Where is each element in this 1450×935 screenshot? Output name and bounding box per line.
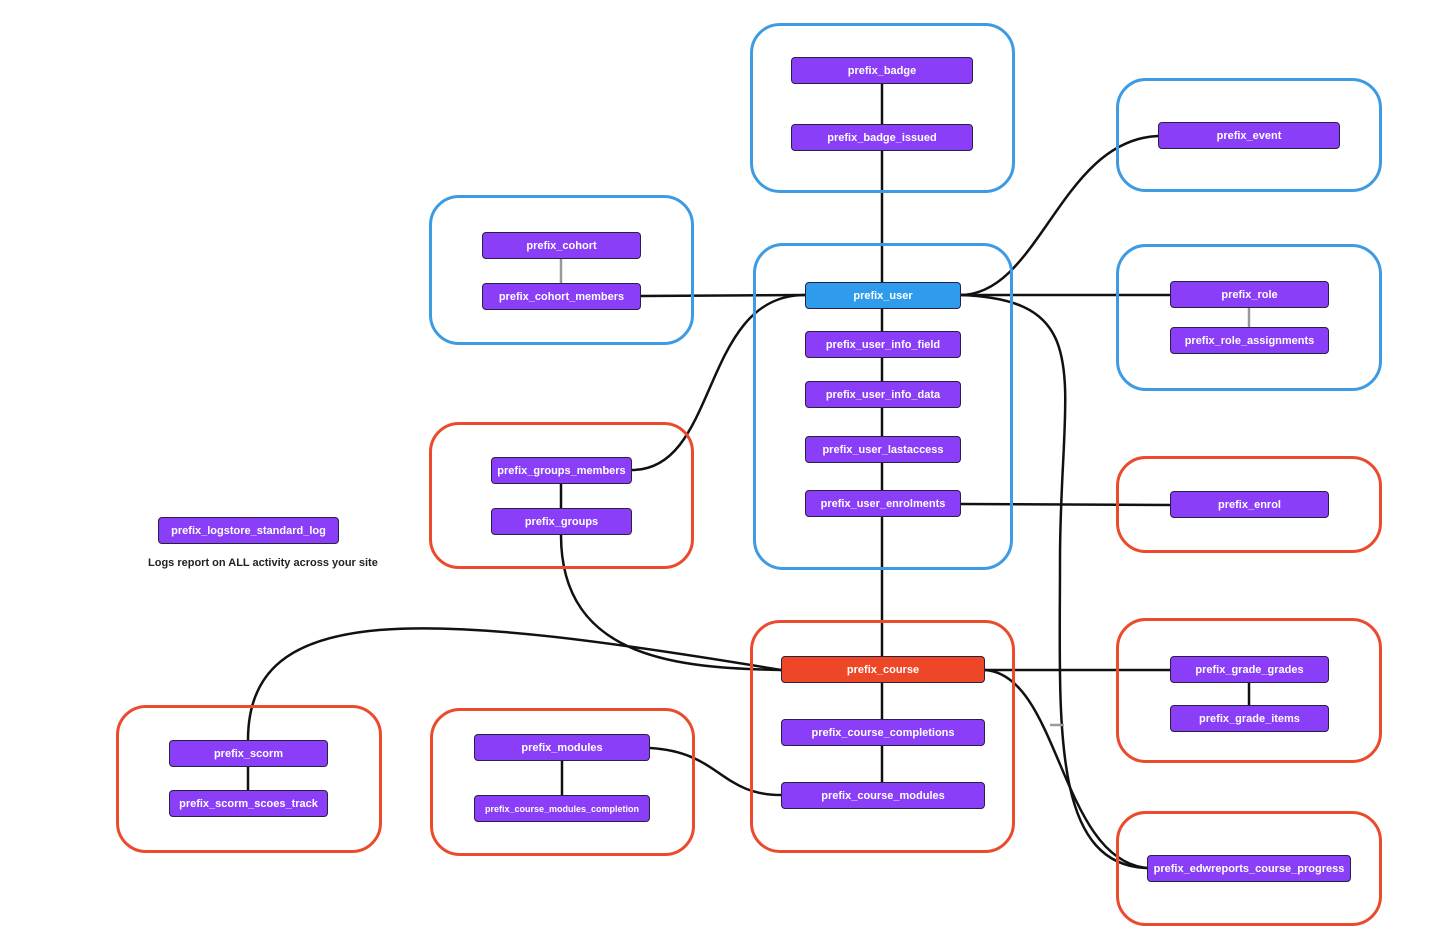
node-role[interactable]: prefix_role (1170, 281, 1329, 308)
group-scorm (116, 705, 382, 853)
link-modules-course-modules (648, 746, 783, 797)
link-cohort-members-user (639, 293, 807, 298)
node-user[interactable]: prefix_user (805, 282, 961, 309)
node-cohort-members[interactable]: prefix_cohort_members (482, 283, 641, 310)
node-course-completions[interactable]: prefix_course_completions (781, 719, 985, 746)
link-user-enrolments-enrol (958, 502, 1172, 507)
node-cohort[interactable]: prefix_cohort (482, 232, 641, 259)
node-grade-items[interactable]: prefix_grade_items (1170, 705, 1329, 732)
node-grade-grades[interactable]: prefix_grade_grades (1170, 656, 1329, 683)
link-scorm-course (246, 627, 783, 742)
node-groups[interactable]: prefix_groups (491, 508, 632, 535)
group-cohorts (429, 195, 694, 345)
group-users (753, 243, 1013, 570)
node-modules[interactable]: prefix_modules (474, 734, 650, 761)
node-badge[interactable]: prefix_badge (791, 57, 973, 84)
group-modules (430, 708, 695, 856)
node-user-enrolments[interactable]: prefix_user_enrolments (805, 490, 961, 517)
node-course-modules-completion[interactable]: prefix_course_modules_completion (474, 795, 650, 822)
node-user-info-field[interactable]: prefix_user_info_field (805, 331, 961, 358)
node-role-assignments[interactable]: prefix_role_assignments (1170, 327, 1329, 354)
logstore-note: Logs report on ALL activity across your … (148, 557, 378, 569)
node-course-modules[interactable]: prefix_course_modules (781, 782, 985, 809)
node-event[interactable]: prefix_event (1158, 122, 1340, 149)
node-user-info-data[interactable]: prefix_user_info_data (805, 381, 961, 408)
group-enrol (1116, 456, 1382, 553)
node-scorm[interactable]: prefix_scorm (169, 740, 328, 767)
link-groups-members-user (630, 293, 807, 472)
node-groups-members[interactable]: prefix_groups_members (491, 457, 632, 484)
link-user-edwreports (958, 293, 1149, 870)
node-course[interactable]: prefix_course (781, 656, 985, 683)
group-grades (1116, 618, 1382, 763)
node-user-lastaccess[interactable]: prefix_user_lastaccess (805, 436, 961, 463)
group-course (750, 620, 1015, 853)
group-groups (429, 422, 694, 569)
link-user-event (958, 134, 1160, 297)
group-events (1116, 78, 1382, 192)
node-scorm-scoes-track[interactable]: prefix_scorm_scoes_track (169, 790, 328, 817)
group-roles (1116, 244, 1382, 391)
group-badges (750, 23, 1015, 193)
node-edwreports[interactable]: prefix_edwreports_course_progress (1147, 855, 1351, 882)
group-edwreports (1116, 811, 1382, 926)
link-groups-course (559, 533, 783, 672)
node-badge-issued[interactable]: prefix_badge_issued (791, 124, 973, 151)
node-logstore[interactable]: prefix_logstore_standard_log (158, 517, 339, 544)
node-enrol[interactable]: prefix_enrol (1170, 491, 1329, 518)
